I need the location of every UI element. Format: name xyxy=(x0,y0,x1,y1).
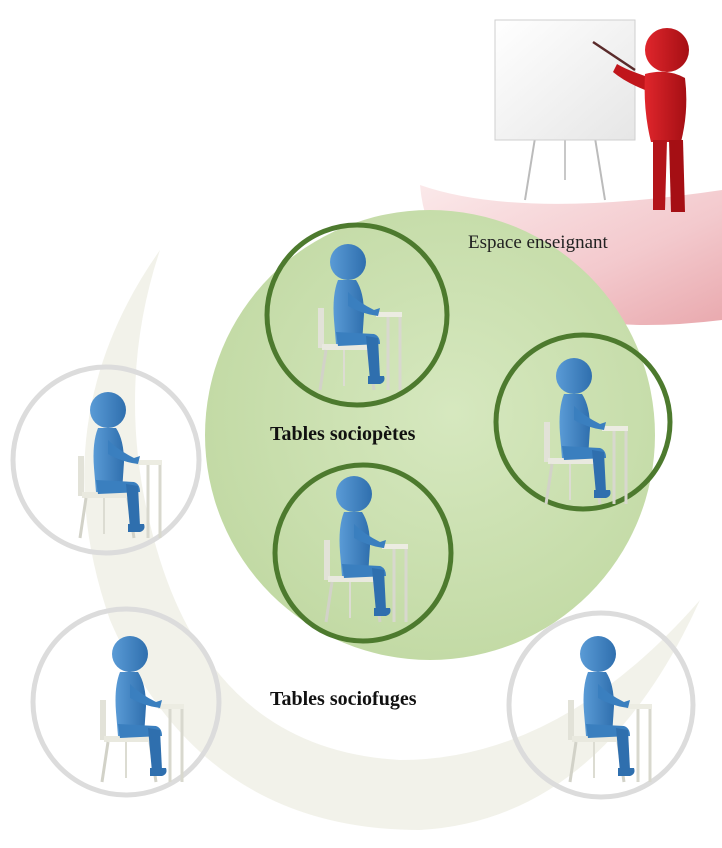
sociopetal-table-1 xyxy=(264,222,450,408)
sociopetal-table-3 xyxy=(272,462,454,644)
sociopetal-table-2 xyxy=(493,332,673,512)
sociofugal-table-1 xyxy=(10,364,202,556)
sociofugal-table-3 xyxy=(506,610,696,800)
sociofugal-table-2 xyxy=(30,606,222,798)
teacher-presenter-icon xyxy=(493,18,691,214)
sociopetal-tables-label: Tables sociopètes xyxy=(270,423,416,445)
sociopetal-zone xyxy=(205,210,655,660)
sociofugal-tables-label: Tables sociofuges xyxy=(270,688,417,710)
teacher-zone-label: Espace enseignant xyxy=(468,232,608,253)
